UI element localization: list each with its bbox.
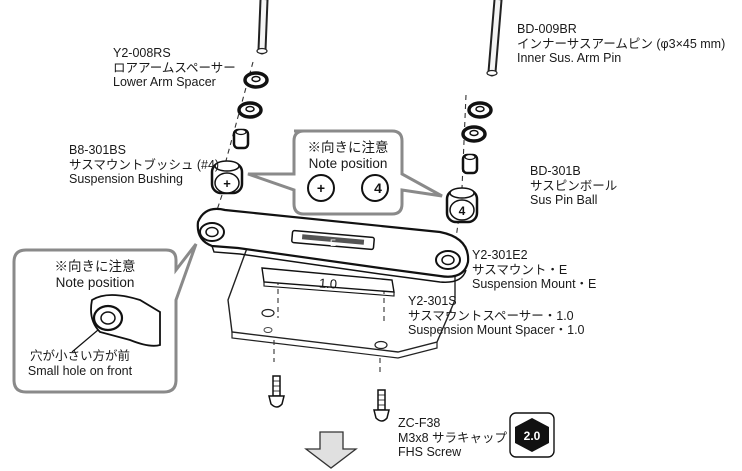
- note-jp: 穴が小さい方が前: [29, 349, 130, 363]
- fhs-screw-left: [268, 375, 285, 408]
- spacer-marking: 1.0: [318, 275, 337, 291]
- suspension-bushing-left: +: [210, 160, 244, 195]
- callout-left-en: Note position: [55, 275, 135, 290]
- part-name-jp: インナーサスアームピン (φ3×45 mm): [517, 36, 726, 51]
- lower-arm-spacer-right-bottom: [461, 125, 487, 143]
- callout-top: + 4: [247, 129, 443, 216]
- callout-left-note: 穴が小さい方が前 Small hole on front: [21, 349, 139, 378]
- part-code: Y2-301S: [408, 294, 457, 308]
- part-name-jp: サスマウントブッシュ (#4): [69, 157, 220, 172]
- callout-top-jp: ※向きに注意: [307, 140, 389, 155]
- suspension-mount-spacer: 1.0: [261, 267, 395, 297]
- callout-left: [12, 243, 198, 394]
- part-name-jp: サスマウントスペーサー・1.0: [408, 308, 574, 323]
- lower-arm-spacer-left-bottom: [237, 101, 263, 119]
- label-y2-301s: Y2-301S サスマウントスペーサー・1.0 Suspension Mount…: [408, 294, 585, 338]
- callout-top-text: ※向きに注意 Note position: [298, 140, 398, 172]
- part-name-en: Sus Pin Ball: [530, 193, 598, 207]
- part-code: Y2-301E2: [472, 248, 528, 262]
- part-name-en: FHS Screw: [398, 445, 462, 459]
- bushing-marking: +: [223, 176, 231, 191]
- next-step-arrow-icon: [304, 431, 358, 469]
- callout-left-text: ※向きに注意 Note position: [22, 259, 168, 291]
- part-name-en: Inner Sus. Arm Pin: [517, 51, 622, 65]
- label-y2-301e2: Y2-301E2 サスマウント・E Suspension Mount・E: [472, 248, 596, 292]
- mount-marking: E: [330, 238, 336, 248]
- inner-arm-pin-right: [486, 0, 503, 77]
- hex-wrench-size-badge: 2.0: [509, 412, 555, 458]
- suspension-mount-e: E: [196, 207, 470, 283]
- suspension-bushing-right: 4: [445, 187, 479, 224]
- part-name-en: Suspension Bushing: [69, 172, 183, 186]
- label-b8-301bs: B8-301BS サスマウントブッシュ (#4) Suspension Bush…: [69, 143, 219, 187]
- part-name-jp: サスマウント・E: [472, 262, 568, 277]
- callout-left-jp: ※向きに注意: [54, 259, 136, 274]
- label-bd-009br: BD-009BR インナーサスアームピン (φ3×45 mm) Inner Su…: [517, 22, 725, 66]
- callout-symbol-right: 4: [374, 180, 382, 196]
- lower-arm-spacer-right-top: [467, 101, 493, 119]
- label-zc-f38: ZC-F38 M3x8 サラキャップ FHS Screw: [398, 416, 507, 460]
- part-name-en: Suspension Mount・E: [472, 277, 597, 291]
- part-name-jp: ロアアームスペーサー: [113, 60, 236, 75]
- sus-pin-ball-right: [461, 153, 479, 175]
- part-name-en: Suspension Mount Spacer・1.0: [408, 323, 585, 337]
- label-bd-301b: BD-301B サスピンボール Sus Pin Ball: [530, 164, 617, 208]
- part-code: B8-301BS: [69, 143, 126, 157]
- tool-badge-value: 2.0: [524, 429, 541, 443]
- callout-symbol-left: +: [317, 180, 325, 196]
- lower-arm-spacer-left-top: [243, 71, 269, 89]
- part-code: Y2-008RS: [113, 46, 171, 60]
- part-code: BD-009BR: [517, 22, 577, 36]
- note-en: Small hole on front: [27, 363, 133, 378]
- part-name-jp: サスピンボール: [530, 178, 618, 193]
- sus-pin-ball-left: [232, 128, 250, 150]
- fhs-screw-right: [373, 389, 390, 422]
- callout-top-en: Note position: [308, 156, 388, 171]
- part-code: ZC-F38: [398, 416, 441, 430]
- inner-arm-pin-left: [256, 0, 269, 55]
- ball-marking: 4: [459, 204, 466, 218]
- part-code: BD-301B: [530, 164, 581, 178]
- part-name-en: Lower Arm Spacer: [113, 75, 216, 89]
- part-name-jp: M3x8 サラキャップ: [398, 430, 508, 445]
- label-y2-008rs: Y2-008RS ロアアームスペーサー Lower Arm Spacer: [113, 46, 236, 90]
